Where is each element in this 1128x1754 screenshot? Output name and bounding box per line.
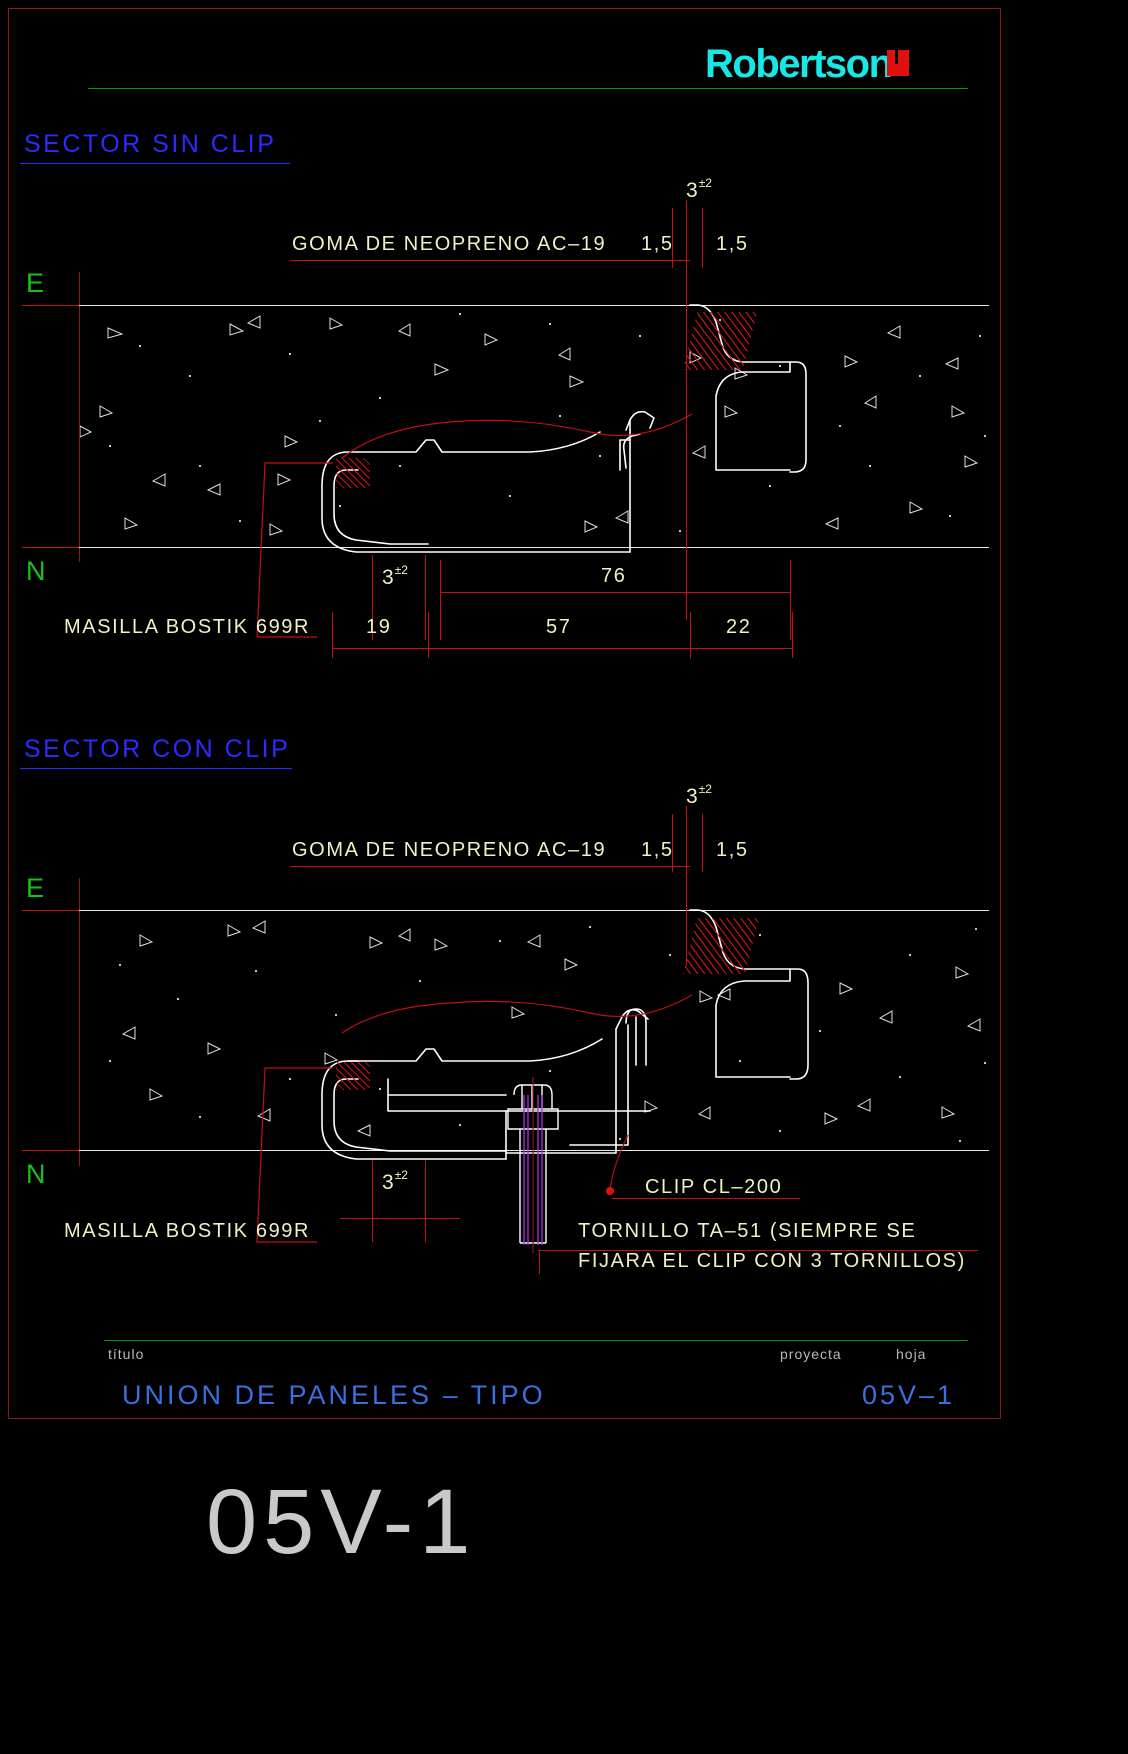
edge-tick-bottom-1 (22, 547, 84, 548)
dim-line-76 (440, 592, 790, 593)
frame-left (8, 8, 9, 1418)
section-heading-sin-clip: SECTOR SIN CLIP (24, 130, 277, 158)
edge-label-N-1: N (26, 556, 47, 586)
dim-side-right-1: 1,5 (716, 233, 749, 255)
titulo-caption: título (108, 1346, 145, 1362)
dim-gap-top-1: 3±2 (686, 176, 712, 203)
dim-seg-57: 57 (546, 616, 572, 638)
edge-tick-top-1 (22, 305, 84, 306)
dim-gap-top-tol-2: ±2 (698, 782, 712, 796)
dim-gap-bottom-1: 3±2 (382, 563, 408, 590)
dim-seg-19: 19 (366, 616, 392, 638)
concrete-hatch-1 (80, 306, 988, 546)
clip-leader (606, 1134, 629, 1195)
dim-gap-bottom-tol-1: ±2 (394, 563, 408, 577)
joint-centerline-2 (341, 994, 693, 1034)
dim-ext-right-2 (702, 814, 703, 872)
dim-side-left-2: 1,5 (641, 839, 674, 861)
screw-label-leader-line (538, 1250, 978, 1251)
dim-ext-76-right (790, 560, 791, 640)
dim-gap-top-tol-1: ±2 (698, 176, 712, 190)
dim-ext-gap-left (372, 555, 373, 640)
dim-ext-seg-1 (332, 612, 333, 658)
frame-bottom (8, 1418, 1001, 1419)
frame-right (1000, 8, 1001, 1418)
frame-top (8, 8, 1001, 9)
neoprene-leader-1 (290, 260, 690, 261)
masilla-leader-1 (256, 462, 333, 638)
edge-axis-2 (79, 878, 80, 1166)
center-axis-1 (686, 200, 687, 620)
panel-top-face-1 (79, 305, 989, 306)
masilla-hatch-1 (336, 458, 370, 488)
dim-line-gap-2 (340, 1218, 460, 1219)
dim-ext-left-1 (672, 208, 673, 268)
screw-label-line-1: TORNILLO TA–51 (SIEMPRE SE (578, 1220, 917, 1242)
dim-gap-bottom-value-2: 3 (382, 1171, 395, 1194)
dim-side-left-1: 1,5 (641, 233, 674, 255)
robertson-red-mark (887, 50, 909, 76)
screw-label-line-2: FIJARA EL CLIP CON 3 TORNILLOS) (578, 1250, 966, 1272)
joint-centerline-1 (341, 413, 693, 459)
edge-tick-top-2 (22, 910, 84, 911)
panel-bottom-face-1 (79, 547, 989, 548)
edge-tick-bottom-2 (22, 1150, 84, 1151)
section-heading-underline-2 (20, 768, 292, 769)
dim-ext-right-1 (702, 208, 703, 268)
section-heading-underline-1 (20, 163, 290, 164)
center-axis-2 (686, 806, 687, 966)
large-sheet-label: 05V-1 (206, 1471, 477, 1573)
edge-label-E-1: E (26, 268, 46, 298)
dim-ext-seg-3 (690, 612, 691, 658)
clip-label: CLIP CL–200 (645, 1176, 783, 1198)
dim-gap-bottom-2: 3±2 (382, 1168, 408, 1195)
title-block-rule (104, 1340, 968, 1341)
dim-ext-gap-right-2 (425, 1160, 426, 1242)
edge-label-N-2: N (26, 1159, 47, 1189)
dim-gap-top-value-2: 3 (686, 785, 699, 808)
masilla-leader-2 (256, 1067, 333, 1243)
masilla-label-2: MASILLA BOSTIK 699R (64, 1220, 311, 1242)
screw-ta-51 (507, 1077, 559, 1253)
clip-label-leader-line (612, 1198, 800, 1199)
dim-line-segments-1 (332, 648, 792, 649)
neoprene-leader-2 (290, 866, 690, 867)
dim-ext-76-left (440, 560, 441, 640)
screw-leader-vline (539, 1250, 540, 1274)
hatch-marks-2 (108, 920, 987, 1143)
dim-gap-bottom-tol-2: ±2 (394, 1168, 408, 1182)
drawing-title: UNION DE PANELES – TIPO (122, 1380, 546, 1410)
dim-side-right-2: 1,5 (716, 839, 749, 861)
logo-text: Robertson (705, 42, 893, 86)
masilla-label-1: MASILLA BOSTIK 699R (64, 616, 311, 638)
hoja-caption: hoja (896, 1346, 927, 1362)
panel-bottom-face-2 (79, 1150, 989, 1151)
dim-ext-gap-right (425, 555, 426, 640)
panel-top-face-2 (79, 910, 989, 911)
dim-ext-left-2 (672, 814, 673, 872)
dim-span-76-1: 76 (601, 565, 627, 587)
dim-gap-top-2: 3±2 (686, 782, 712, 809)
proyecta-caption: proyecta (780, 1346, 842, 1362)
dim-ext-seg-2 (428, 612, 429, 658)
hatch-marks-1 (80, 312, 987, 536)
dim-ext-seg-4 (792, 612, 793, 658)
masilla-hatch-2 (336, 1062, 370, 1090)
neoprene-label-1: GOMA DE NEOPRENO AC–19 (292, 233, 607, 255)
edge-axis-1 (79, 272, 80, 562)
concrete-hatch-2 (80, 911, 988, 1149)
section-heading-con-clip: SECTOR CON CLIP (24, 735, 291, 763)
robertson-logo: Robertson (705, 42, 909, 86)
drawing-sheet-number: 05V–1 (862, 1380, 956, 1410)
panel-profile-2 (321, 909, 809, 1160)
dim-gap-top-value-1: 3 (686, 179, 699, 202)
header-rule (88, 88, 968, 89)
dim-gap-bottom-value-1: 3 (382, 566, 395, 589)
dim-seg-22: 22 (726, 616, 752, 638)
dim-ext-gap-left-2 (372, 1160, 373, 1242)
neoprene-label-2: GOMA DE NEOPRENO AC–19 (292, 839, 607, 861)
edge-label-E-2: E (26, 873, 46, 903)
